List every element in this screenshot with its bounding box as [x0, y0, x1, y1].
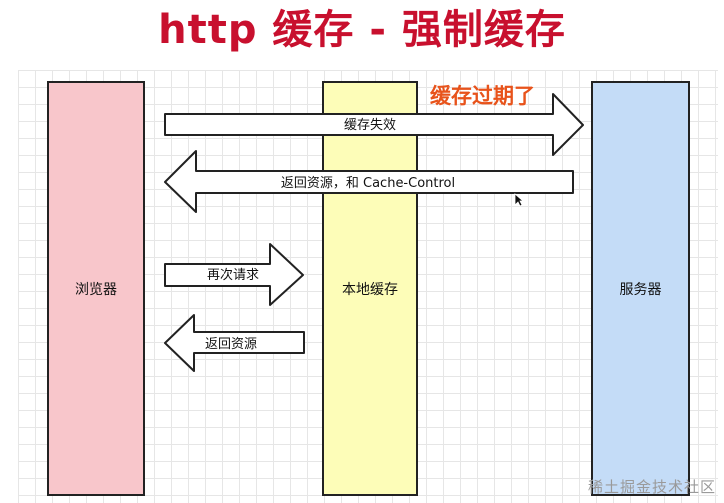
local-cache-column: 本地缓存 — [322, 81, 418, 496]
request-again-label: 再次请求 — [207, 267, 259, 283]
return-with-cache-control-label: 返回资源，和 Cache-Control — [281, 176, 455, 191]
local-cache-label: 本地缓存 — [342, 281, 398, 298]
cache-expired-label: 缓存失效 — [344, 118, 396, 133]
return-with-cache-control-arrow: 返回资源，和 Cache-Control — [164, 150, 574, 213]
diagram-title: http 缓存 - 强制缓存 — [158, 7, 566, 53]
return-resource-arrow: 返回资源 — [164, 314, 305, 372]
return-resource-label: 返回资源 — [205, 337, 257, 352]
browser-column: 浏览器 — [47, 81, 145, 496]
request-again-arrow: 再次请求 — [164, 243, 304, 306]
cache-expired-arrow: 缓存失效 — [164, 93, 584, 156]
cache-expired-note: 缓存过期了 — [430, 84, 535, 108]
server-label: 服务器 — [619, 281, 662, 298]
watermark: 稀土掘金技术社区 — [587, 478, 716, 496]
browser-label: 浏览器 — [75, 281, 117, 298]
server-column: 服务器 — [591, 81, 690, 496]
mouse-cursor-icon — [514, 193, 524, 207]
